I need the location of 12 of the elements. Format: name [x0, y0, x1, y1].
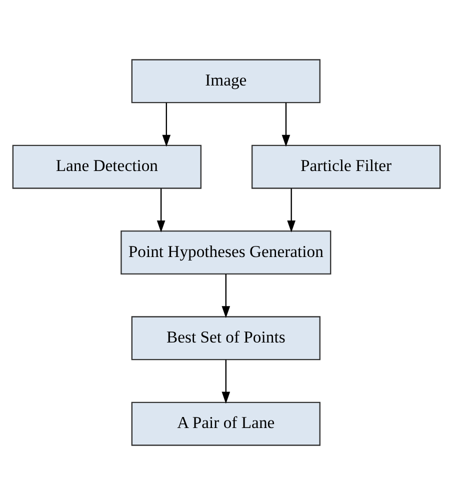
node-box: A Pair of Lane — [131, 401, 320, 446]
arrow — [282, 102, 290, 146]
arrow — [287, 188, 296, 232]
arrow — [222, 274, 230, 318]
arrow — [162, 102, 171, 146]
arrow — [156, 188, 166, 232]
node-box: Image — [131, 58, 320, 103]
node-box: Lane Detection — [12, 144, 202, 188]
arrow — [222, 359, 230, 404]
node-box: Point Hypotheses Generation — [120, 230, 332, 274]
node-box: Particle Filter — [251, 144, 441, 188]
node-box: Best Set of Points — [131, 316, 320, 360]
